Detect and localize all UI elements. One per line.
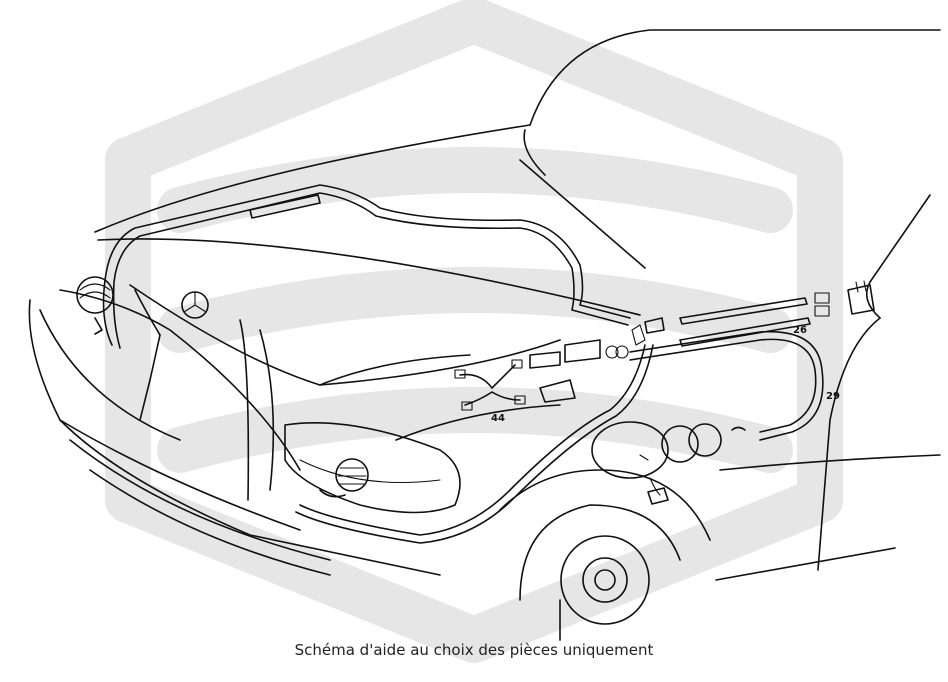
hose-29 [629,330,824,441]
nozzle-headlight [319,458,369,498]
car-body [28,29,941,641]
part-label-26: 26 [793,325,807,336]
washer-hose-lower [295,344,654,544]
y-connector-group [454,324,646,411]
diagram-caption: Schéma d'aide au choix des pièces unique… [294,641,654,659]
nozzle-left [76,276,114,335]
part-label-44: 44 [491,413,505,424]
part-label-29: 29 [826,391,840,402]
star-emblem-icon [181,291,209,319]
watermark-logo [105,0,843,663]
washer-pump [591,421,722,505]
